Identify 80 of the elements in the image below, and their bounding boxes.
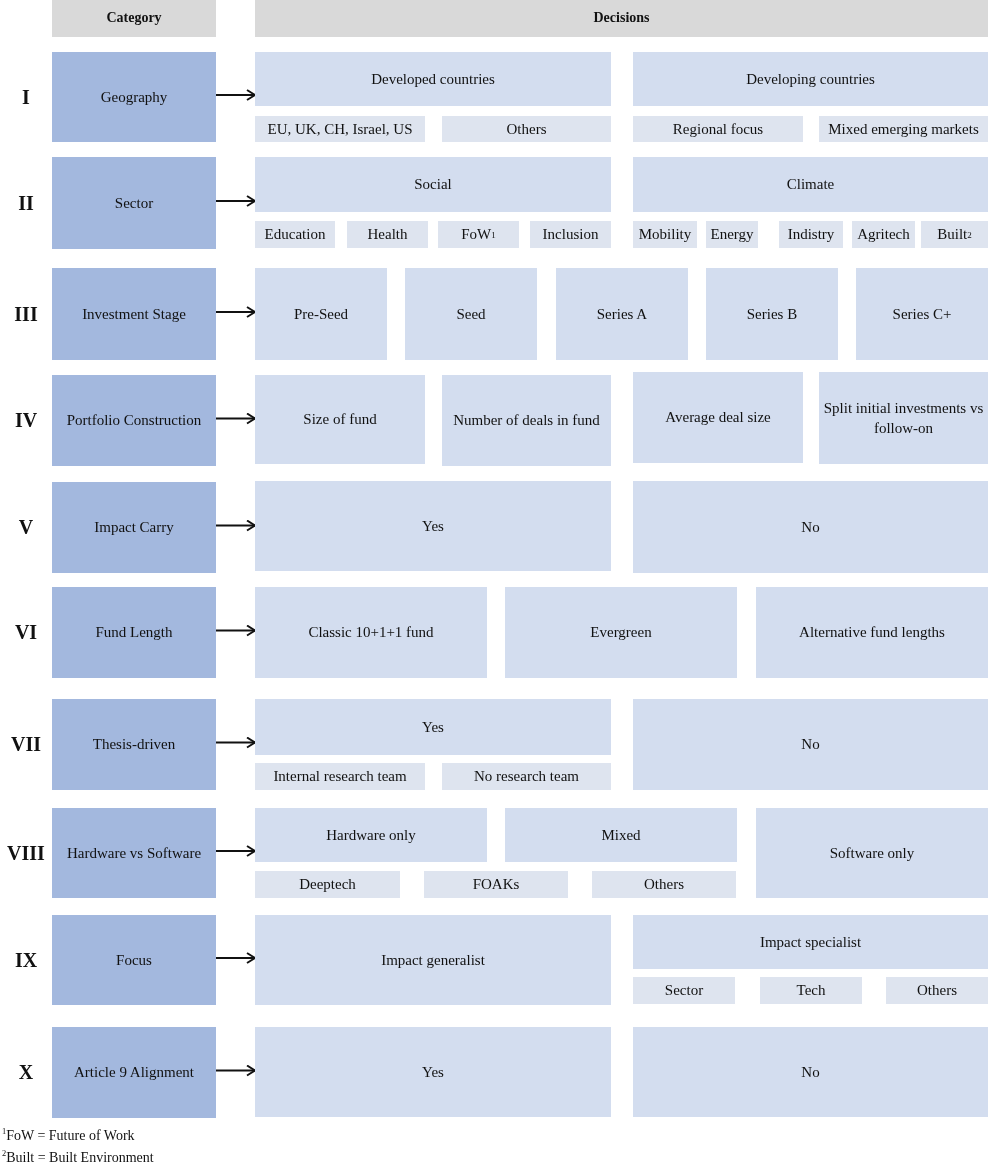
category-box: Focus [52,915,216,1005]
row-numeral: I [21,84,31,110]
decision-box: Classic 10+1+1 fund [255,587,487,678]
option-box: Tech [760,977,862,1004]
decision-box: Mixed [505,808,737,862]
arrow [215,952,256,964]
category-box: Hardware vs Software [52,808,216,898]
option-box: Internal research team [255,763,425,790]
option-box: Others [886,977,988,1004]
row-numeral: X [17,1060,35,1085]
decision-box: No [633,1027,988,1117]
arrow [215,306,256,318]
arrow [215,412,256,425]
decision-box: Series A [556,268,688,360]
arrow [215,1064,256,1077]
decision-box: Pre-Seed [255,268,387,360]
row-numeral: II [17,190,35,216]
option-box: EU, UK, CH, Israel, US [255,116,425,142]
row-numeral: VII [10,732,42,757]
option-box: Education [255,221,335,248]
arrow [215,736,256,749]
option-box: Health [347,221,428,248]
option-box: Mixed emerging markets [819,116,988,142]
category-box: Portfolio Construction [52,375,216,466]
row-numeral: VIII [6,840,46,866]
decision-box: Yes [255,1027,611,1117]
option-box: Regional focus [633,116,803,142]
arrow [215,845,256,857]
footnote: $^{2}$Built = Built Environment [2,1150,154,1167]
decision-box: Evergreen [505,587,737,678]
decision-box: Number of deals in fund [442,375,611,466]
option-box: Inclusion [530,221,611,248]
option-box: Others [442,116,611,142]
decision-box: No [633,699,988,790]
decision-box: Split initial investments vs follow-on [819,372,988,464]
decision-box: Alternative fund lengths [756,587,988,678]
category-box: Article 9 Alignment [52,1027,216,1118]
decision-box: Average deal size [633,372,803,463]
category-box: Thesis-driven [52,699,216,790]
decision-box: Hardware only [255,808,487,862]
column-header: Decisions [255,0,988,37]
row-numeral: IX [13,947,39,973]
decision-box: Climate [633,157,988,212]
option-box: Energy [706,221,758,248]
decision-box: Impact specialist [633,915,988,969]
category-box: Geography [52,52,216,142]
decision-box: Series C+ [856,268,988,360]
arrow [215,89,256,101]
category-box: Investment Stage [52,268,216,360]
option-box: No research team [442,763,611,790]
decision-box: Series B [706,268,838,360]
decision-box: No [633,481,988,573]
decision-box: Yes [255,481,611,571]
column-header: Category [52,0,216,37]
decision-box: Size of fund [255,375,425,464]
option-box: Deeptech [255,871,400,898]
option-box: Mobility [633,221,697,248]
option-box: Indistry [779,221,843,248]
option-box: Others [592,871,736,898]
decision-box: Impact generalist [255,915,611,1005]
arrow [215,519,256,532]
category-box: Sector [52,157,216,249]
decision-box: Social [255,157,611,212]
decision-box: Seed [405,268,537,360]
decision-box: Developed countries [255,52,611,106]
option-box: Sector [633,977,735,1004]
footnote: $^{1}$FoW = Future of Work [2,1128,135,1145]
decision-box: Software only [756,808,988,898]
row-numeral: VI [13,620,39,645]
option-box: Agritech [852,221,915,248]
row-numeral: III [13,301,39,327]
option-box: FOAKs [424,871,568,898]
category-box: Fund Length [52,587,216,678]
arrow [215,624,256,637]
row-numeral: IV [13,408,39,433]
decision-box: Developing countries [633,52,988,106]
row-numeral: V [17,515,35,540]
arrow [215,195,256,207]
decision-box: Yes [255,699,611,755]
category-box: Impact Carry [52,482,216,573]
